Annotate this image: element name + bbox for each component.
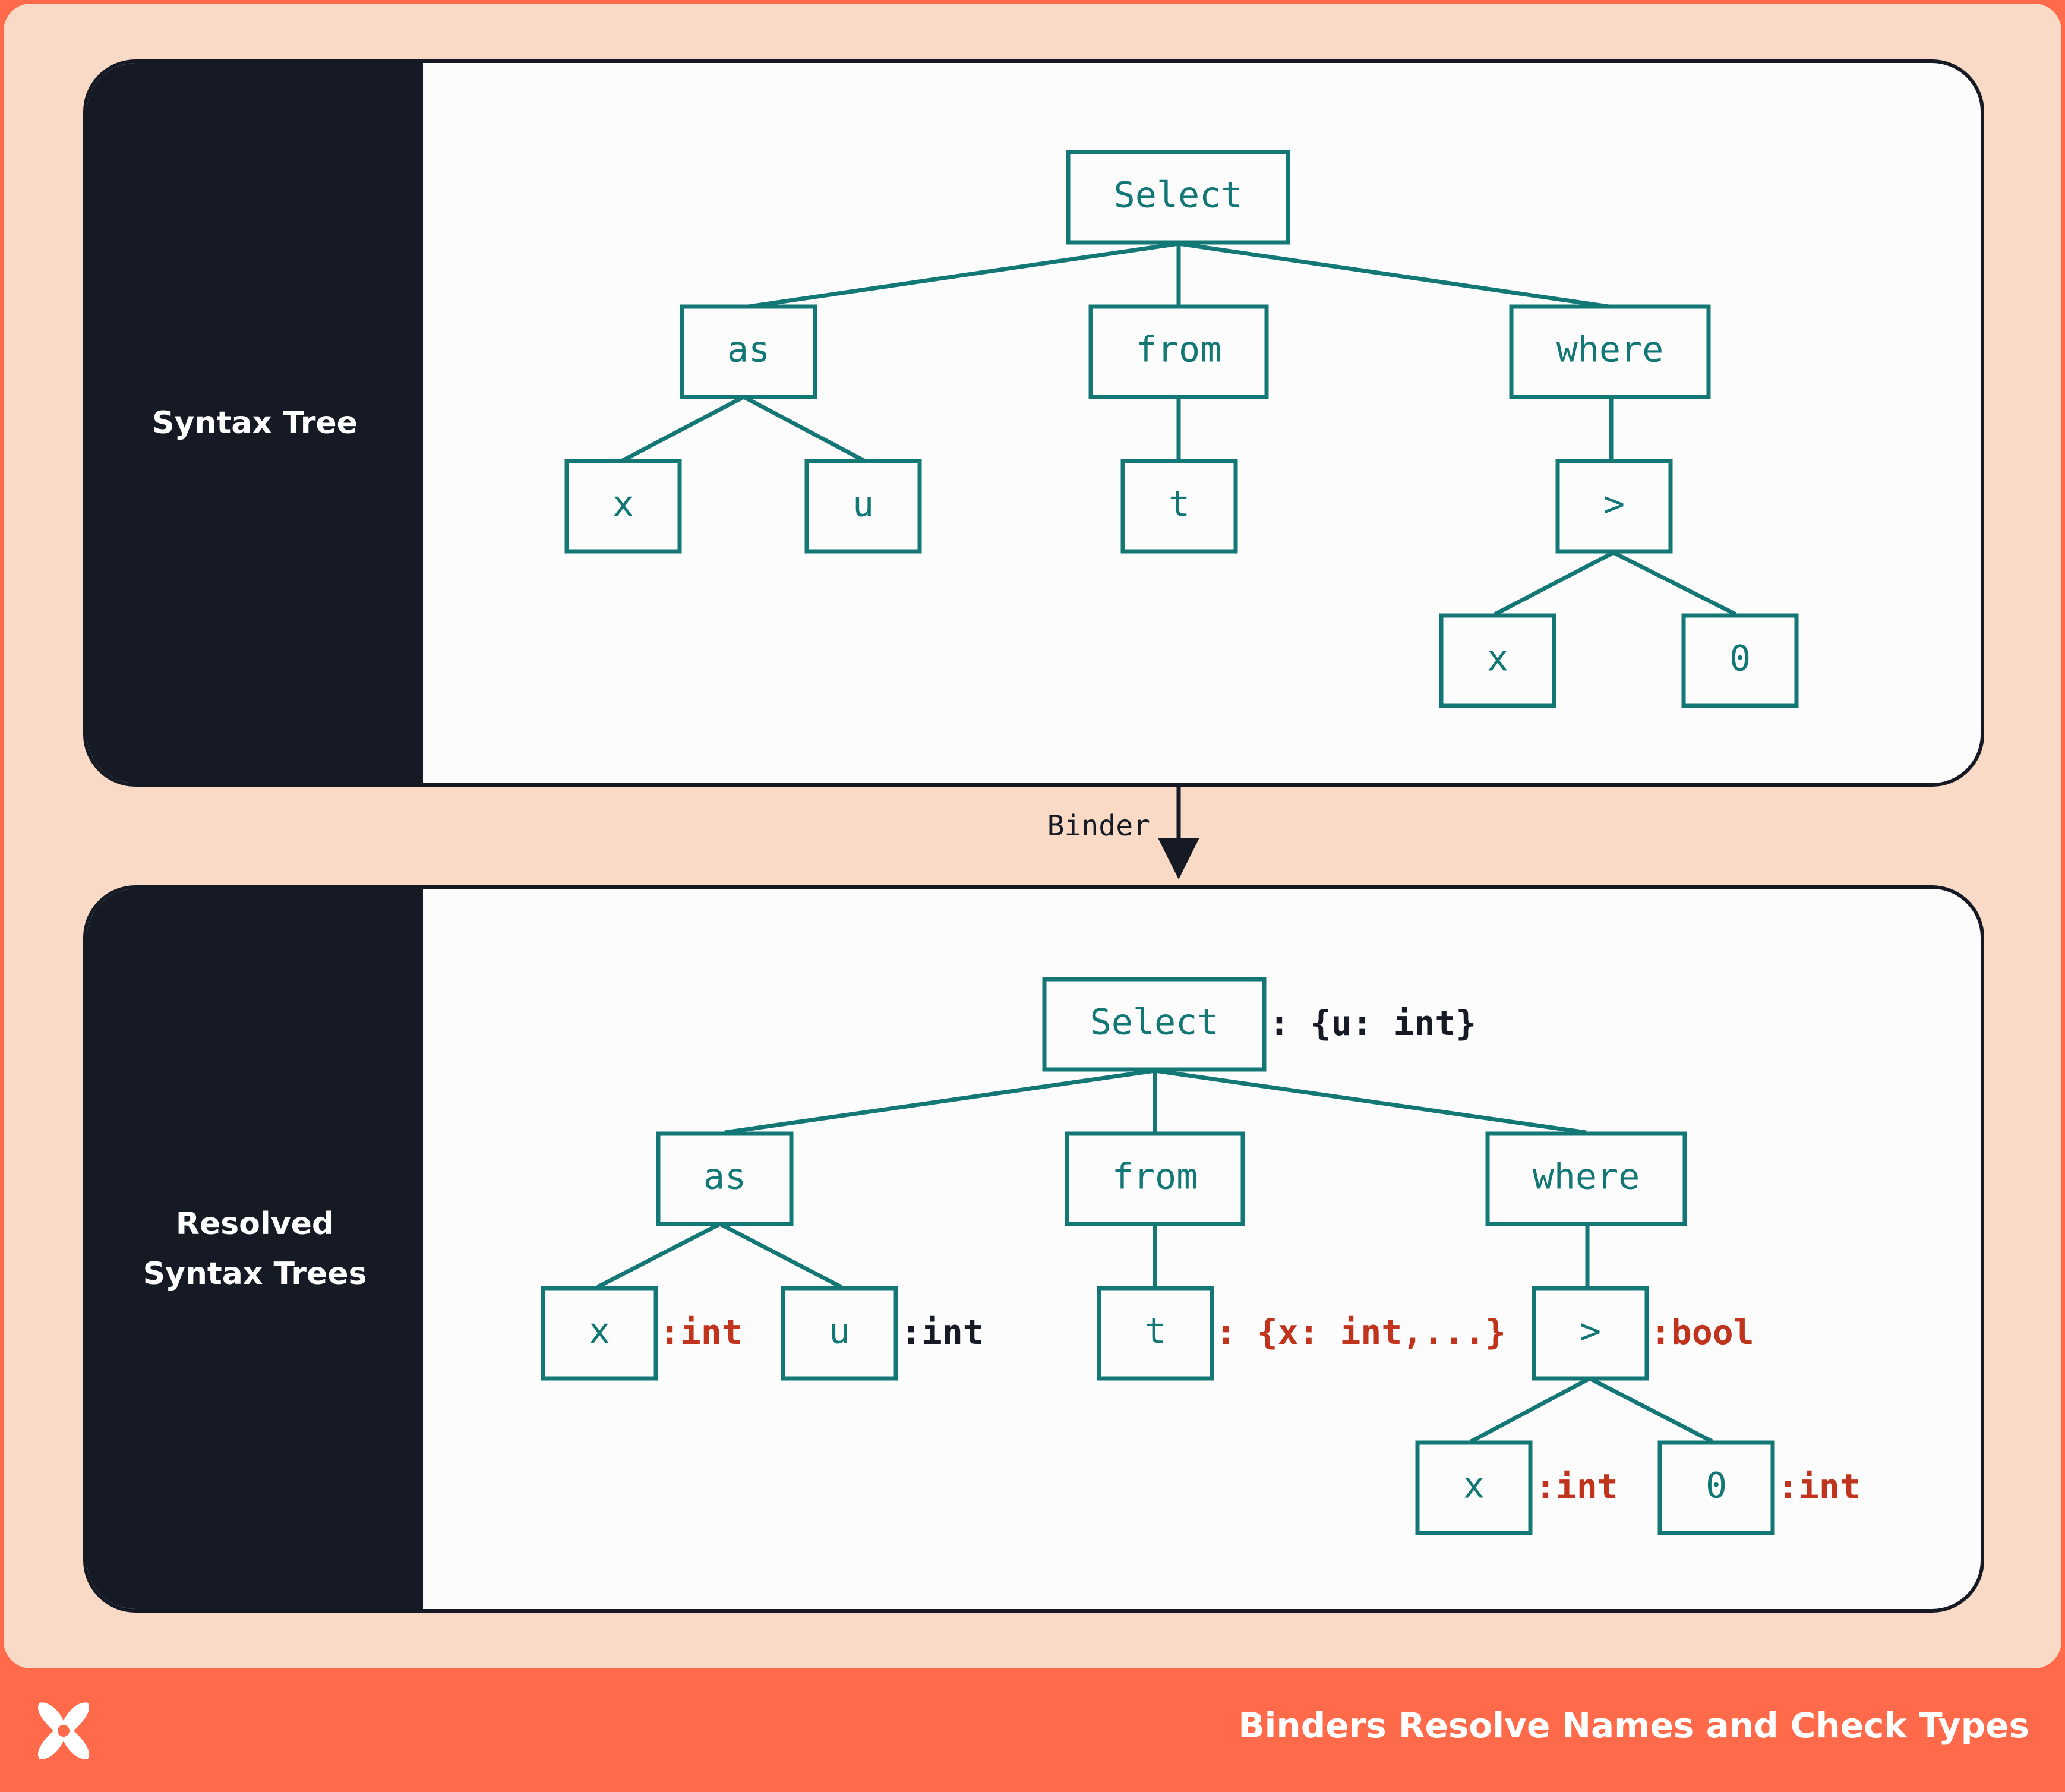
edge	[1154, 1068, 1587, 1135]
svg-text:>: >	[1580, 1311, 1601, 1352]
tree1-node-select: Select	[1066, 150, 1290, 245]
type-annotation-select: : {u: int}	[1269, 1003, 1476, 1043]
tree2-node-where: where	[1485, 1131, 1687, 1226]
svg-text:as: as	[727, 329, 770, 371]
svg-text:where: where	[1556, 329, 1664, 371]
svg-text:Select: Select	[1090, 1002, 1219, 1043]
type-annotation-x: :int	[659, 1312, 743, 1352]
tree2-node-select: Select	[1042, 977, 1267, 1072]
edge	[1612, 550, 1737, 617]
tree2-node-from: from	[1065, 1131, 1245, 1226]
edge	[1178, 241, 1609, 309]
edge	[596, 1222, 721, 1289]
tree2-node-u: u	[781, 1286, 898, 1381]
type-annotation-zero: :int	[1777, 1466, 1861, 1507]
panel-side: Resolved Syntax Trees	[87, 889, 423, 1609]
binder-label: Binder	[1047, 809, 1150, 843]
type-annotation-gt: :bool	[1650, 1312, 1754, 1352]
svg-text:0: 0	[1729, 638, 1751, 680]
svg-text:x: x	[589, 1311, 610, 1352]
tree2-node-x: x	[541, 1286, 658, 1381]
tree1-node-as: as	[680, 304, 817, 399]
svg-text:t: t	[1145, 1311, 1166, 1352]
syntax-tree-panel: Syntax Tree	[83, 59, 1984, 787]
panel-label-line: Syntax Trees	[143, 1256, 367, 1292]
svg-text:where: where	[1533, 1156, 1640, 1198]
svg-text:Select: Select	[1114, 175, 1243, 216]
tree1-node-gt: >	[1555, 459, 1673, 554]
x-logo-icon	[31, 1698, 96, 1763]
tree1-node-x2: x	[1439, 613, 1556, 708]
svg-text:t: t	[1169, 484, 1190, 525]
svg-text:u: u	[852, 484, 874, 525]
svg-text:as: as	[703, 1156, 746, 1198]
edge	[1494, 550, 1615, 617]
tree1-node-zero: 0	[1681, 613, 1799, 708]
type-annotation-t: : {x: int,...}	[1215, 1312, 1506, 1352]
tree1-node-x: x	[564, 459, 682, 554]
edge	[1470, 1376, 1591, 1444]
edge	[748, 241, 1179, 309]
type-annotation-x2: :int	[1535, 1466, 1618, 1507]
tree2-node-gt: >	[1532, 1286, 1649, 1381]
tree2-node-zero: 0	[1657, 1440, 1775, 1535]
tree2-node-x2: x	[1415, 1440, 1533, 1535]
svg-text:x: x	[1487, 638, 1508, 680]
tree2-node-as: as	[656, 1131, 794, 1226]
edge	[620, 395, 745, 463]
tree2-edges	[596, 1068, 1713, 1444]
panel-label: Syntax Tree	[152, 398, 358, 448]
panel-side: Syntax Tree	[87, 63, 423, 783]
tree1-node-from: from	[1088, 304, 1269, 399]
tree1-node-u: u	[804, 459, 922, 554]
footer-title: Binders Resolve Names and Check Types	[1238, 1705, 2029, 1746]
panel-label-line: Syntax Tree	[152, 405, 358, 441]
tree1-edges	[620, 241, 1737, 617]
tree2-node-t: t	[1097, 1286, 1214, 1381]
svg-text:from: from	[1136, 329, 1222, 371]
edge	[719, 1222, 842, 1289]
tree1-node-t: t	[1120, 459, 1238, 554]
svg-text:x: x	[612, 484, 634, 525]
type-annotation-u: :int	[901, 1312, 984, 1352]
edge	[1589, 1376, 1713, 1444]
svg-text:0: 0	[1706, 1465, 1727, 1507]
svg-text:>: >	[1603, 484, 1625, 525]
svg-text:u: u	[829, 1311, 850, 1352]
panel-label-line: Resolved	[175, 1206, 334, 1242]
edge	[724, 1068, 1155, 1135]
edge	[743, 395, 866, 463]
svg-text:x: x	[1463, 1465, 1485, 1507]
panel-label: Resolved Syntax Trees	[143, 1199, 367, 1299]
tree1-node-where: where	[1509, 304, 1711, 399]
svg-text:from: from	[1112, 1156, 1198, 1198]
